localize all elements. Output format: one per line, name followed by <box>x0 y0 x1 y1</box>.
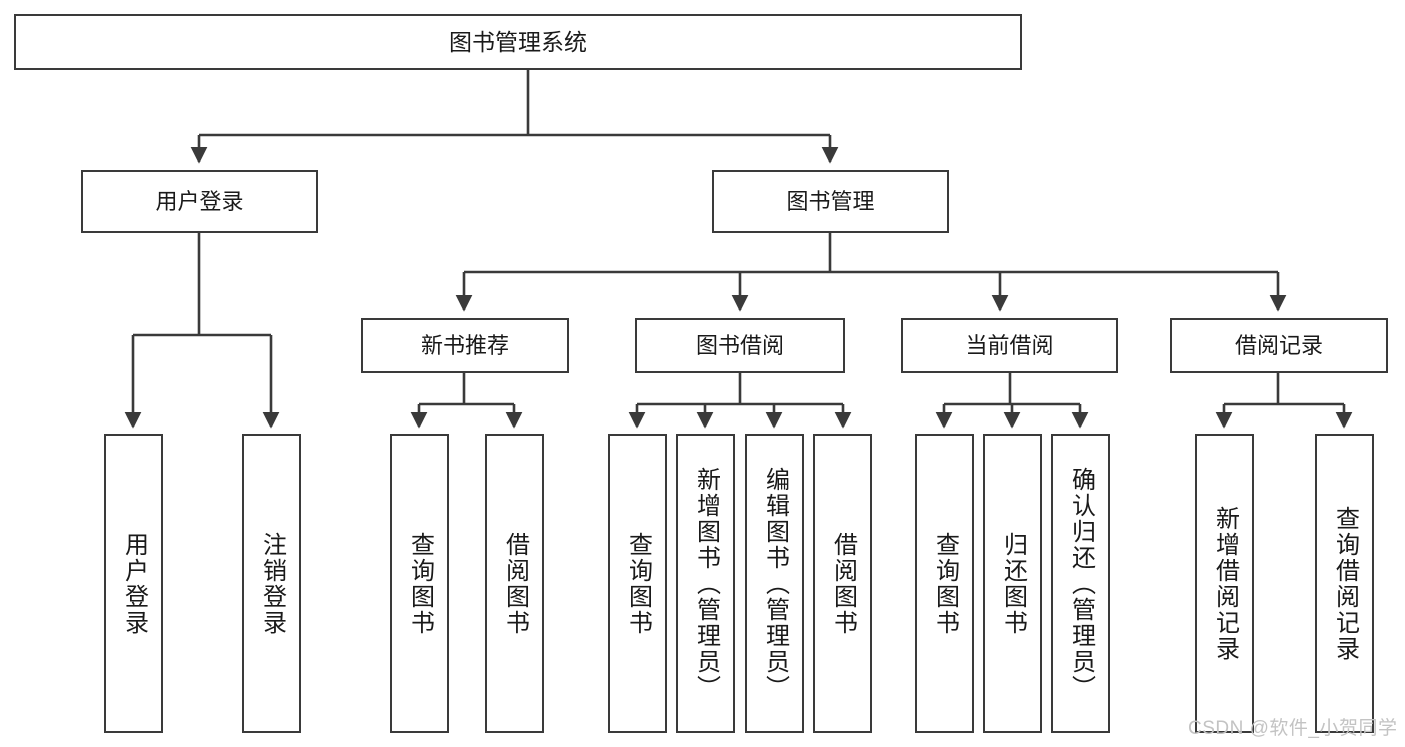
node-label: 编辑图书（管理员） <box>761 466 789 701</box>
node-label: 注销登录 <box>258 531 286 636</box>
node-label: 确认归还（管理员） <box>1067 466 1095 701</box>
node-label: 图书管理 <box>786 188 875 214</box>
node-book-management[interactable]: 图书管理 <box>712 170 949 233</box>
node-label: 查询图书 <box>406 531 434 636</box>
node-label: 用户登录 <box>120 531 148 636</box>
node-root-system[interactable]: 图书管理系统 <box>14 14 1022 70</box>
leaf-user-login[interactable]: 用户登录 <box>104 434 163 733</box>
leaf-return-book[interactable]: 归还图书 <box>983 434 1042 733</box>
node-user-login[interactable]: 用户登录 <box>81 170 318 233</box>
watermark-text: CSDN @软件_小贺同学 <box>1188 718 1398 739</box>
node-borrow-record[interactable]: 借阅记录 <box>1170 318 1388 373</box>
node-label: 借阅记录 <box>1234 332 1323 358</box>
leaf-edit-book-admin[interactable]: 编辑图书（管理员） <box>745 434 804 733</box>
node-label: 查询借阅记录 <box>1331 505 1359 662</box>
node-label: 当前借阅 <box>965 332 1054 358</box>
leaf-query-book-recommend[interactable]: 查询图书 <box>390 434 449 733</box>
leaf-add-book-admin[interactable]: 新增图书（管理员） <box>676 434 735 733</box>
node-label: 新增借阅记录 <box>1211 505 1239 662</box>
node-label: 新书推荐 <box>420 332 509 358</box>
leaf-add-borrow-record[interactable]: 新增借阅记录 <box>1195 434 1254 733</box>
node-label: 图书管理系统 <box>449 28 587 55</box>
node-label: 用户登录 <box>155 188 244 214</box>
leaf-confirm-return-admin[interactable]: 确认归还（管理员） <box>1051 434 1110 733</box>
node-label: 归还图书 <box>999 531 1027 636</box>
node-book-borrow[interactable]: 图书借阅 <box>635 318 845 373</box>
leaf-logout-login[interactable]: 注销登录 <box>242 434 301 733</box>
leaf-borrow-book[interactable]: 借阅图书 <box>813 434 872 733</box>
node-label: 新增图书（管理员） <box>692 466 720 701</box>
node-label: 图书借阅 <box>695 332 784 358</box>
node-current-borrow[interactable]: 当前借阅 <box>901 318 1118 373</box>
leaf-query-book-borrow[interactable]: 查询图书 <box>608 434 667 733</box>
node-label: 查询图书 <box>624 531 652 636</box>
node-label: 借阅图书 <box>501 531 529 636</box>
node-new-book-recommend[interactable]: 新书推荐 <box>361 318 569 373</box>
node-label: 借阅图书 <box>829 531 857 636</box>
leaf-borrow-book-recommend[interactable]: 借阅图书 <box>485 434 544 733</box>
leaf-query-borrow-record[interactable]: 查询借阅记录 <box>1315 434 1374 733</box>
node-label: 查询图书 <box>931 531 959 636</box>
leaf-query-book-current[interactable]: 查询图书 <box>915 434 974 733</box>
